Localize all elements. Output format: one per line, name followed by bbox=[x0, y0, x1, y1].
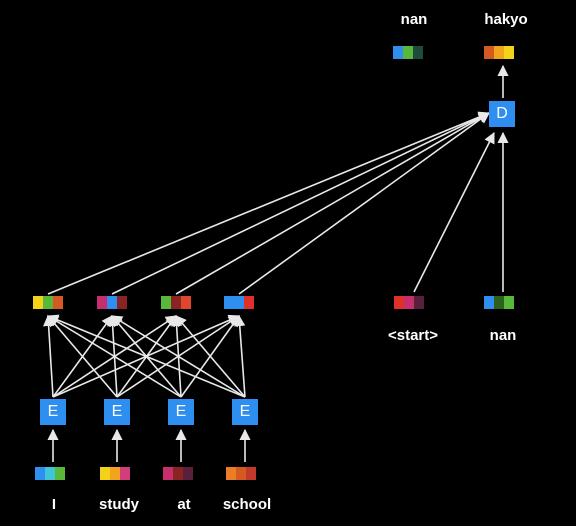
input-embedding-4 bbox=[226, 467, 256, 480]
arrow-start-to-decoder bbox=[413, 131, 495, 293]
encoder-block-2: E bbox=[104, 399, 130, 425]
encoder-state-cell-3 bbox=[181, 296, 191, 309]
decoder-input-word-start: <start> bbox=[387, 327, 439, 344]
input-embedding-cell-1 bbox=[226, 467, 236, 480]
encoder-state-cell-1 bbox=[161, 296, 171, 309]
encoder-block-3: E bbox=[168, 399, 194, 425]
decoder-input-word-nan: nan bbox=[489, 327, 517, 344]
input-word-2: study bbox=[98, 496, 140, 513]
decoder-input-cell-2 bbox=[404, 296, 414, 309]
output-vector-cell-3 bbox=[504, 46, 514, 59]
decoder-input-cell-1 bbox=[394, 296, 404, 309]
input-embedding-cell-1 bbox=[35, 467, 45, 480]
input-embedding-cell-3 bbox=[183, 467, 193, 480]
input-embedding-cell-1 bbox=[100, 467, 110, 480]
input-embedding-2 bbox=[100, 467, 130, 480]
encoder-state-vector-2 bbox=[97, 296, 127, 309]
decoder-input-vector-start bbox=[394, 296, 424, 309]
input-word-4: school bbox=[222, 496, 272, 513]
encoder-state-cell-2 bbox=[107, 296, 117, 309]
input-word-3: at bbox=[177, 496, 191, 513]
arrow-encoder-3-to-state-1 bbox=[47, 315, 182, 398]
decoder-input-cell-1 bbox=[484, 296, 494, 309]
arrow-state-2-to-decoder bbox=[111, 112, 491, 295]
output-vector-1 bbox=[393, 46, 423, 59]
arrow-encoder-4-to-state-2 bbox=[111, 315, 246, 398]
output-word-1: nan bbox=[400, 11, 428, 28]
encoder-state-cell-2 bbox=[43, 296, 53, 309]
arrow-state-1-to-decoder bbox=[47, 111, 491, 295]
input-embedding-cell-2 bbox=[173, 467, 183, 480]
input-embedding-cell-2 bbox=[45, 467, 55, 480]
decoder-input-cell-2 bbox=[494, 296, 504, 309]
output-vector-2 bbox=[484, 46, 514, 59]
encoder-state-vector-1 bbox=[33, 296, 63, 309]
input-embedding-cell-2 bbox=[236, 467, 246, 480]
decoder-input-vector-nan bbox=[484, 296, 514, 309]
encoder-state-cell-3 bbox=[117, 296, 127, 309]
arrow-encoder-4-to-state-1 bbox=[46, 314, 246, 398]
decoder-input-cell-3 bbox=[504, 296, 514, 309]
decoder-block: D bbox=[489, 101, 515, 127]
encoder-state-cell-3 bbox=[53, 296, 63, 309]
encoder-block-4: E bbox=[232, 399, 258, 425]
output-vector-cell-2 bbox=[494, 46, 504, 59]
encoder-state-cell-3 bbox=[244, 296, 254, 309]
encoder-state-cell-2 bbox=[234, 296, 244, 309]
encoder-state-vector-4 bbox=[224, 296, 254, 309]
input-word-1: I bbox=[51, 496, 57, 513]
encoder-state-cell-2 bbox=[171, 296, 181, 309]
arrow-encoder-2-to-state-1 bbox=[47, 315, 118, 398]
input-embedding-cell-2 bbox=[110, 467, 120, 480]
output-vector-cell-1 bbox=[484, 46, 494, 59]
encoder-block-1: E bbox=[40, 399, 66, 425]
output-vector-cell-3 bbox=[413, 46, 423, 59]
arrow-state-4-to-decoder bbox=[238, 112, 490, 295]
decoder-input-cell-3 bbox=[414, 296, 424, 309]
arrow-encoder-4-to-state-3 bbox=[175, 315, 246, 398]
input-embedding-cell-3 bbox=[246, 467, 256, 480]
input-embedding-cell-3 bbox=[120, 467, 130, 480]
encoder-state-cell-1 bbox=[224, 296, 234, 309]
output-vector-cell-2 bbox=[403, 46, 413, 59]
input-embedding-cell-3 bbox=[55, 467, 65, 480]
encoder-state-vector-3 bbox=[161, 296, 191, 309]
encoder-state-cell-1 bbox=[97, 296, 107, 309]
output-vector-cell-1 bbox=[393, 46, 403, 59]
input-embedding-1 bbox=[35, 467, 65, 480]
arrow-state-3-to-decoder bbox=[175, 112, 490, 295]
arrow-encoder-1-to-state-1 bbox=[43, 314, 55, 398]
input-embedding-3 bbox=[163, 467, 193, 480]
output-word-2: hakyo bbox=[484, 11, 528, 28]
input-embedding-cell-1 bbox=[163, 467, 173, 480]
encoder-state-cell-1 bbox=[33, 296, 43, 309]
arrow-encoder-4-to-state-4 bbox=[234, 314, 246, 398]
